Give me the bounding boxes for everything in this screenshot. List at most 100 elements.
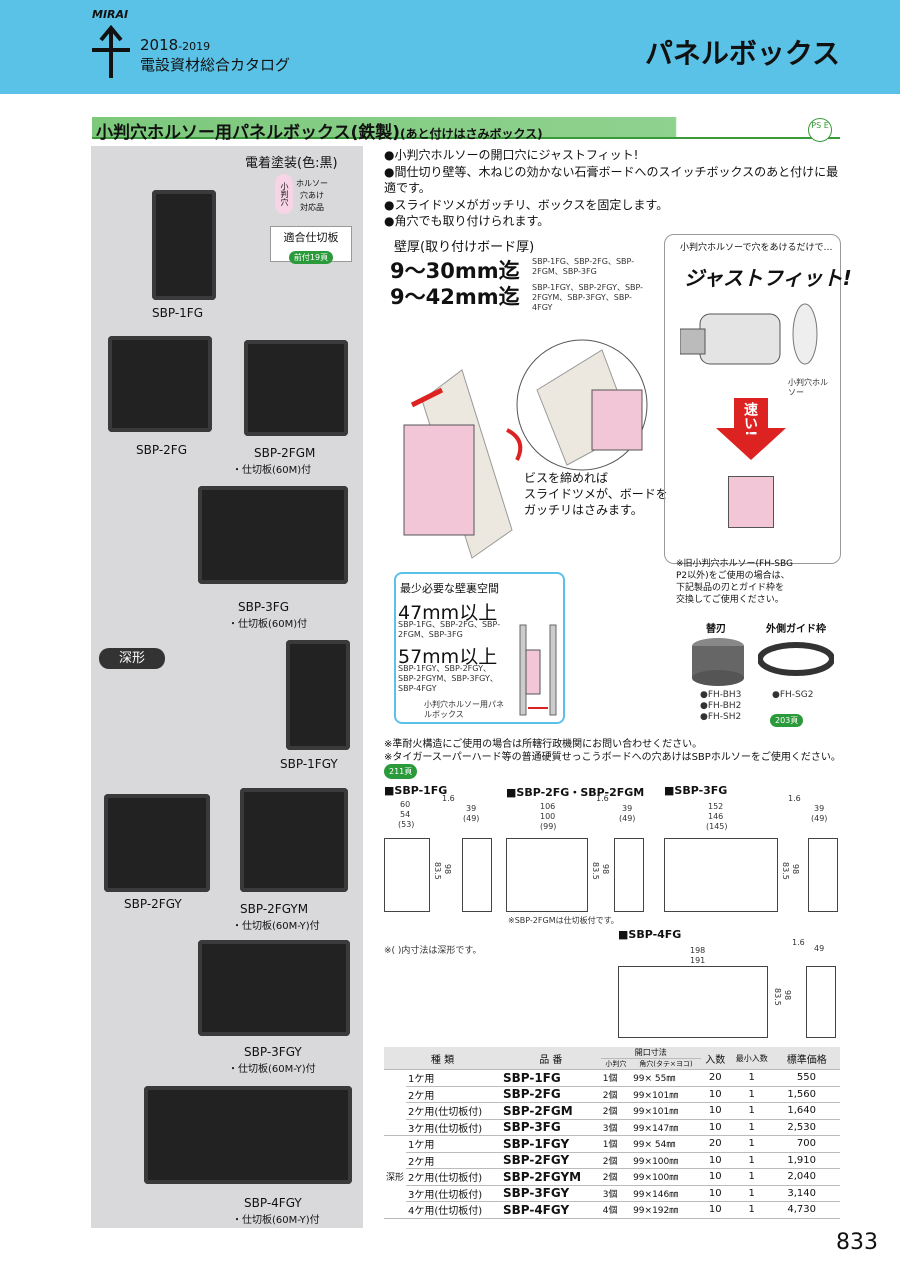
size-cell: 99×100㎜ (631, 1168, 701, 1186)
old-note-line: P2以外)をご使用の場合は、 (676, 571, 790, 581)
size-cell: 99×101㎜ (631, 1086, 701, 1103)
min-cell: 1 (729, 1201, 774, 1219)
dim-3fg-d2: (49) (811, 814, 828, 823)
old-note-line: 下記製品の刃とガイド枠を (676, 583, 785, 593)
section-bar (92, 117, 840, 139)
price-cell: 550 (773, 1069, 840, 1087)
dim-3fg-w: 152 (708, 802, 724, 811)
feature-list: ●小判穴ホルソーの開口穴にジャストフィット! ●間仕切り壁等、木ねじの効かない石… (384, 147, 844, 230)
min-cell: 1 (729, 1185, 774, 1202)
size-cell: 99×147㎜ (631, 1119, 701, 1136)
qty-cell: 10 (700, 1119, 730, 1136)
partition-fit-box: 適合仕切板 前付19頁 (270, 226, 352, 264)
dim-3fg-d: 39 (814, 804, 825, 813)
dim-2fg-h1: 83.5 (591, 862, 600, 880)
install-illustration (403, 339, 648, 559)
dim-4fg-t: 1.6 (792, 938, 805, 947)
min-space-47-models: SBP-1FG、SBP-2FG、SBP-2FGM、SBP-3FG (398, 620, 501, 639)
dim-2fg-t: 1.6 (596, 794, 609, 803)
part-cell: SBP-1FG (500, 1069, 601, 1087)
photo-sbp-2fg (108, 336, 212, 432)
drawing-title-4fg: ■SBP-4FG (618, 928, 682, 941)
paren-dim-note: ※( )内寸法は深形です。 (384, 946, 482, 956)
sub-sbp-3fgy: ・仕切板(60M-Y)付 (228, 1064, 316, 1075)
wall-cavity-diagram (519, 624, 557, 716)
qty-cell: 10 (700, 1201, 730, 1219)
drawing-sbp-2fg-side (614, 838, 644, 912)
label-sbp-2fg: SBP-2FG (136, 443, 187, 457)
size-cell: 99×192㎜ (631, 1201, 701, 1219)
photo-sbp-2fgm (244, 340, 348, 436)
oval-cell: 2個 (600, 1102, 632, 1120)
min-space-47: 47mm以上 (398, 602, 498, 624)
blade-item: ●FH-BH2 (700, 701, 742, 711)
min-space-57-models: SBP-1FGY、SBP-2FGY、SBP-2FGYM、SBP-3FGY、SBP… (398, 664, 498, 693)
price-cell: 700 (773, 1135, 840, 1153)
row-group (384, 1119, 407, 1136)
wall-range-1: 9〜30mm迄 (390, 259, 520, 283)
min-cell: 1 (729, 1119, 774, 1136)
min-space-57: 57mm以上 (398, 646, 498, 668)
row-group (384, 1152, 406, 1169)
oval-cell: 3個 (600, 1119, 632, 1136)
dim-4fg-w2: 191 (690, 956, 706, 965)
dim-2fg-w2: 100 (540, 812, 556, 821)
qty-cell: 20 (700, 1069, 730, 1087)
row-group (384, 1103, 406, 1120)
dim-2fg-d: 39 (622, 804, 633, 813)
col-qty: 入数 (700, 1047, 730, 1070)
col-kind: 種 類 (384, 1047, 501, 1070)
kind-cell: 2ケ用(仕切板付) (406, 1168, 501, 1186)
drawing-sbp-3fg (664, 838, 778, 912)
page-number: 833 (836, 1230, 878, 1255)
part-cell: SBP-2FGYM (500, 1168, 601, 1186)
dim-1fg-t: 1.6 (442, 794, 455, 803)
size-cell: 99×101㎜ (631, 1102, 701, 1120)
drawing-sbp-1fg (384, 838, 430, 912)
guide-item: ●FH-SG2 (772, 690, 814, 700)
fit-ref-link[interactable]: 前付19頁 (288, 251, 334, 264)
qty-cell: 20 (700, 1135, 730, 1153)
label-sbp-4fgy: SBP-4FGY (244, 1196, 302, 1210)
min-cell: 1 (729, 1102, 774, 1120)
min-space-label: 小判穴ホルソー用パネルボックス (424, 700, 504, 719)
blade-illustration (692, 638, 744, 686)
parts-ref-link[interactable]: 203頁 (770, 714, 804, 727)
dim-3fg-w2: 146 (708, 812, 724, 821)
kind-cell: 4ケ用(仕切板付) (406, 1201, 501, 1219)
old-holesaw-note: ※旧小判穴ホルソー(FH-SBG P2以外)をご使用の場合は、 下記製品の刃とガ… (676, 558, 836, 606)
holesaw-tag-text: ホルソー穴あけ対応品 (296, 179, 328, 212)
price-cell: 1,910 (773, 1152, 840, 1169)
sbp-2fgm-note: ※SBP-2FGMは仕切板付です。 (508, 916, 619, 925)
size-cell: 99× 54㎜ (631, 1135, 701, 1153)
install-caption-line: ガッチリはさみます。 (524, 503, 643, 517)
qty-cell: 10 (700, 1152, 730, 1169)
drawing-sbp-4fg-side (806, 966, 836, 1038)
col-square: 角穴(タテ×ヨコ) (631, 1058, 701, 1070)
dim-3fg-h2: 98 (791, 864, 800, 875)
oval-cell: 4個 (600, 1201, 632, 1219)
kind-cell: 3ケ用(仕切板付) (406, 1119, 501, 1136)
part-cell: SBP-2FGM (500, 1102, 601, 1120)
dim-4fg-h2: 98 (783, 990, 792, 1001)
min-cell: 1 (729, 1135, 774, 1153)
drawing-title-2fg: ■SBP-2FG・SBP-2FGM (506, 786, 645, 799)
note-ref-link[interactable]: 211頁 (384, 764, 418, 779)
kind-cell: 2ケ用 (406, 1086, 501, 1103)
col-price: 標準価格 (773, 1047, 840, 1070)
row-group (384, 1136, 406, 1153)
usage-notes: ※準耐火構造にご使用の場合は所轄行政機関にお問い合わせください。 ※タイガースー… (384, 738, 844, 779)
pse-mark-icon: PS E (808, 118, 832, 142)
min-cell: 1 (729, 1069, 774, 1087)
oval-hole-tag: 小判穴 (275, 174, 293, 214)
price-cell: 3,140 (773, 1185, 840, 1202)
dim-1fg-d2: (49) (463, 814, 480, 823)
price-cell: 4,730 (773, 1201, 840, 1219)
drawing-title-1fg: ■SBP-1FG (384, 784, 448, 797)
part-cell: SBP-2FG (500, 1086, 601, 1103)
down-arrow-icon (716, 398, 786, 460)
min-space-title: 最少必要な壁裏空間 (400, 582, 499, 595)
